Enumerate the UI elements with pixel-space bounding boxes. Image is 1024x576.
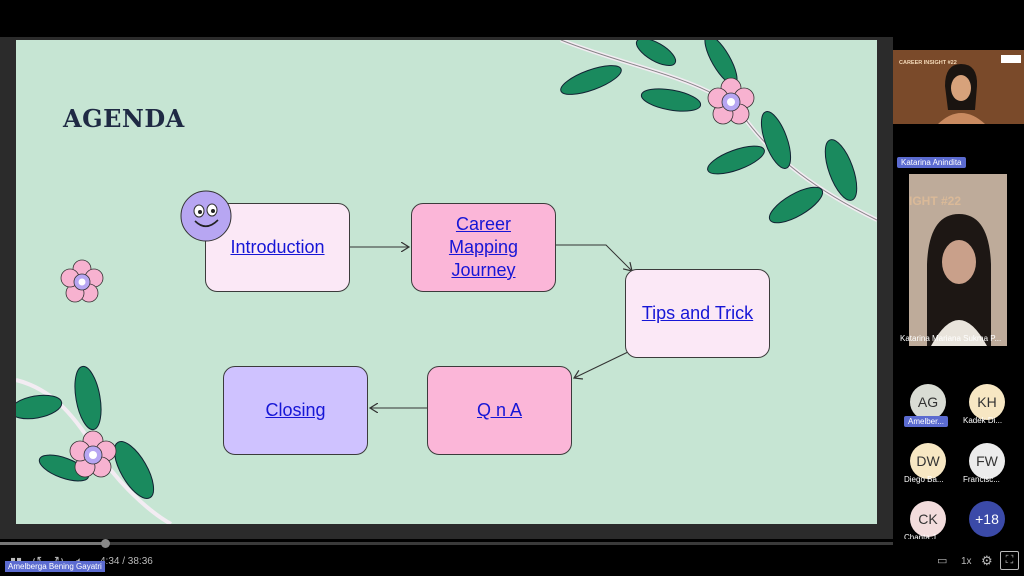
progress-bar[interactable]	[0, 539, 893, 548]
progress-handle[interactable]	[101, 539, 111, 548]
pinned-video-tile[interactable]: IGHT #22	[909, 174, 1007, 346]
active-speaker-badge: Katarina Anindita	[897, 157, 966, 168]
tile-banner-text: CAREER INSIGHT #22	[899, 60, 957, 66]
participant-name: Chanta J...	[904, 533, 943, 542]
participant-name: Francisc...	[963, 475, 1000, 484]
link-career-line-3[interactable]: Journey	[451, 260, 516, 280]
link-tips-and-trick[interactable]: Tips and Trick	[641, 303, 754, 323]
link-closing[interactable]: Closing	[265, 400, 326, 420]
playback-time: 4:34 / 38:36	[100, 556, 153, 567]
presentation-area: AGENDA Introduction Career Map	[0, 37, 893, 539]
pinned-tile-banner: IGHT #22	[909, 194, 962, 208]
person-video-icon	[909, 174, 1007, 346]
link-introduction[interactable]: Introduction	[230, 237, 325, 257]
progress-fill	[0, 542, 106, 545]
decorative-branch-top-right	[560, 40, 877, 224]
slide-title: AGENDA	[63, 104, 185, 133]
participant-avatar[interactable]: DW	[910, 443, 946, 479]
participant-name: Diego Ba...	[904, 475, 944, 484]
playback-speed[interactable]: 1x	[961, 556, 972, 567]
agenda-slide: AGENDA Introduction Career Map	[16, 40, 877, 524]
player-controls: ▮▮ ↺ ↻ 🔈︎ 4:34 / 38:36 ▭ 1x ⚙ ⛶ Amelberg…	[0, 539, 1024, 576]
smiley-icon	[180, 190, 232, 242]
link-career-line-1[interactable]: Career	[455, 214, 511, 234]
link-career-mapping-journey[interactable]: Career Mapping Journey	[449, 213, 518, 282]
captions-icon[interactable]: ▭	[937, 555, 948, 567]
pinned-participant-name: Katarina Mariana Sukma P...	[900, 334, 1002, 343]
participant-avatar[interactable]: FW	[969, 443, 1005, 479]
agenda-step-tips[interactable]: Tips and Trick	[625, 269, 770, 358]
fullscreen-icon[interactable]: ⛶	[1000, 551, 1019, 570]
agenda-step-career-mapping[interactable]: Career Mapping Journey	[411, 203, 556, 292]
agenda-step-closing[interactable]: Closing	[223, 366, 368, 455]
agenda-step-qna[interactable]: Q n A	[427, 366, 572, 455]
participant-avatar[interactable]: KH	[969, 384, 1005, 420]
participants-panel: CAREER INSIGHT #22 Katarina Anindita IGH…	[893, 37, 1024, 542]
participant-name: Kadek Di...	[963, 416, 1003, 425]
speaker-person-icon	[938, 55, 1021, 124]
participant-name: Amelber...	[904, 416, 949, 427]
speaker-video-tile[interactable]: CAREER INSIGHT #22	[893, 50, 1024, 124]
link-qna[interactable]: Q n A	[476, 400, 523, 420]
link-career-line-2[interactable]: Mapping	[448, 237, 519, 257]
participant-avatar[interactable]: CK	[910, 501, 946, 537]
presenter-name-badge: Amelberga Bening Gayatri	[5, 561, 105, 572]
decorative-branch-bottom-left	[16, 259, 172, 524]
settings-gear-icon[interactable]: ⚙	[981, 553, 993, 568]
more-participants-button[interactable]: +18	[969, 501, 1005, 537]
participant-avatar[interactable]: AG	[910, 384, 946, 420]
flow-arrows	[350, 40, 877, 524]
